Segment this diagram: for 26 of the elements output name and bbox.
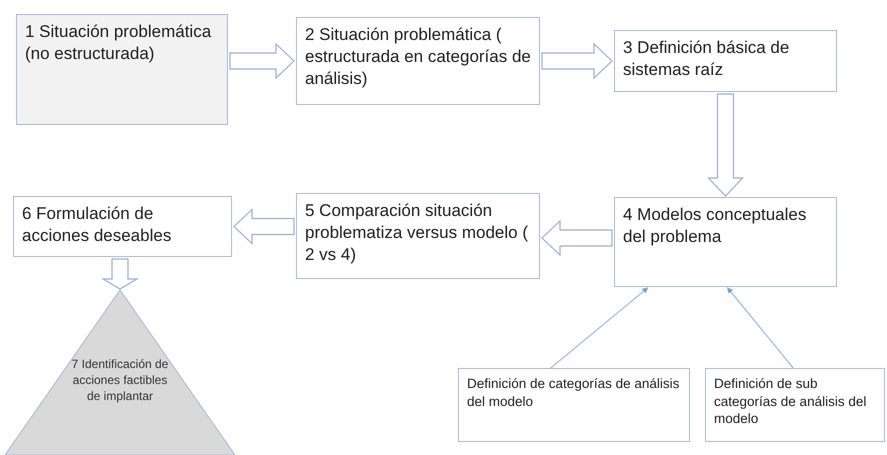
process-box <box>16 14 228 125</box>
step-text: 2 Situación problemática ( estructurada en categorías de análisis) <box>305 24 531 90</box>
process-box <box>614 30 837 92</box>
process-box <box>296 17 540 105</box>
step-text: 3 Definición básica de sistemas raíz <box>623 37 790 82</box>
process-box <box>296 193 540 279</box>
step-text: 7 Identificación de acciones factibles de implantar <box>70 356 170 404</box>
block-arrow <box>541 220 613 256</box>
step-text: 4 Modelos conceptuales del problema <box>623 204 808 248</box>
arrow <box>727 287 794 368</box>
step-text: Definición de categorías de análisis del modelo <box>467 375 680 410</box>
process-box <box>458 368 690 442</box>
step-text: 1 Situación problemática (no estructurada) <box>25 21 212 66</box>
triangle-shape <box>5 290 235 455</box>
block-arrow <box>541 42 613 80</box>
step-text: 6 Formulación de acciones deseables <box>22 203 172 248</box>
block-arrow <box>707 93 744 197</box>
process-box <box>13 196 232 257</box>
process-box <box>614 197 837 287</box>
block-arrow <box>233 208 295 245</box>
arrow <box>550 287 648 368</box>
block-arrow <box>229 42 295 80</box>
step-text: Definición de sub categorías de análisis del modelo <box>714 375 868 428</box>
process-box <box>705 368 885 442</box>
step-text: 5 Comparación situación problematiza versus modelo ( 2 vs 4) <box>305 200 529 266</box>
block-arrow <box>100 258 140 290</box>
